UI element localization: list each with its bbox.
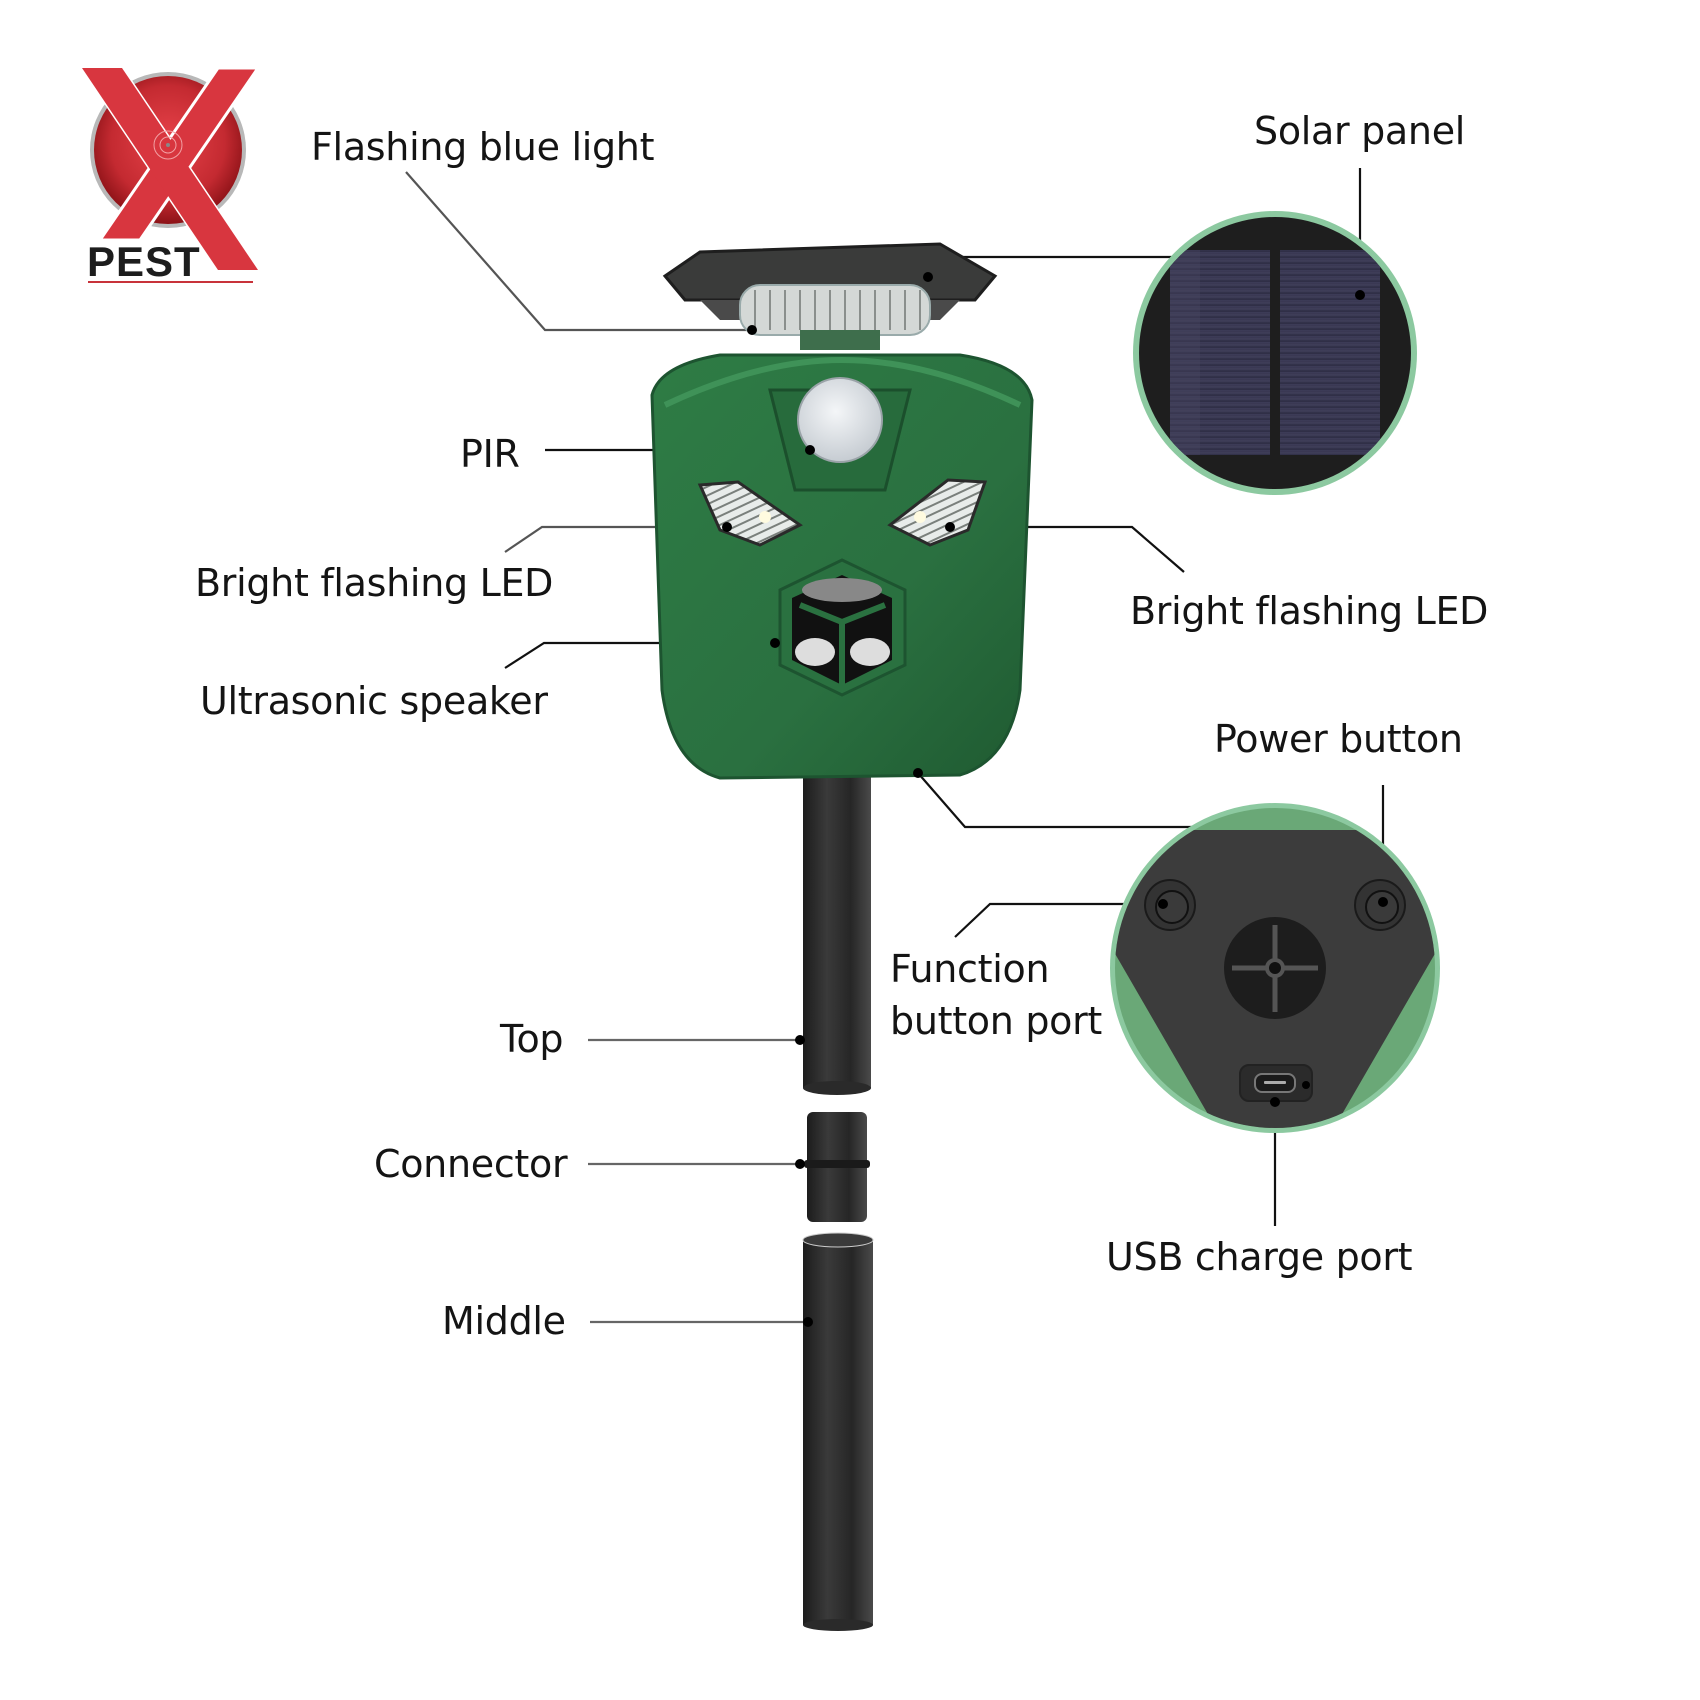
xpest-logo [79,66,261,272]
callout-bright-led-left: Bright flashing LED [195,561,554,605]
solar-panel-zoom [1133,211,1417,495]
pole-connector [804,1112,870,1222]
callout-function-button-line1: Function [890,947,1050,991]
callout-pole-top: Top [500,1017,564,1061]
callout-pole-middle: Middle [442,1299,566,1343]
pole-middle [802,1232,874,1631]
leader-dots-head [722,272,955,778]
callout-ultrasonic-speaker: Ultrasonic speaker [200,679,548,723]
callout-pole-connector: Connector [374,1142,568,1186]
callout-solar-panel: Solar panel [1254,109,1466,153]
bottom-view-zoom [1110,803,1440,1133]
device-head [650,242,1034,780]
callout-power-button: Power button [1214,717,1463,761]
callout-bright-led-right: Bright flashing LED [1130,589,1489,633]
leader-dots-pole [795,1035,813,1327]
callout-function-button-line2: button port [890,999,1103,1043]
logo-wordmark: PEST [87,238,201,285]
callout-usb-charge-port: USB charge port [1106,1235,1413,1279]
logo-underline [88,281,253,283]
callout-pir: PIR [460,432,520,476]
callout-flashing-blue-light: Flashing blue light [311,125,655,169]
pole-top [803,776,871,1095]
